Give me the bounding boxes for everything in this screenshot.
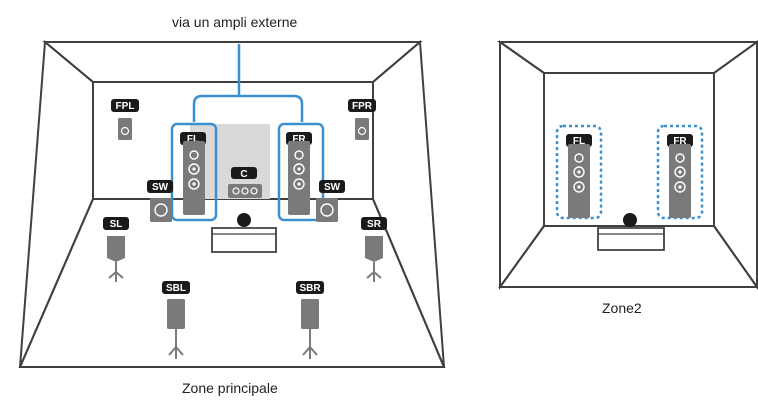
speaker-fpl: FPL: [111, 99, 139, 141]
speaker-label-fl: FL: [187, 134, 199, 145]
main-listener: [211, 213, 277, 253]
speaker-sr: SR: [361, 217, 387, 283]
speaker-fpr: FPR: [348, 99, 376, 141]
speaker-center: C: [228, 167, 262, 198]
zone2-speaker-label-fl: FL: [573, 136, 585, 147]
speaker-sbl: SBL: [162, 281, 190, 360]
speaker-sbr: SBR: [296, 281, 324, 360]
highlight-box-fl: [170, 122, 218, 222]
caption-main-zone: Zone principale: [182, 380, 278, 396]
zone2-listener: [597, 213, 665, 251]
zone2-room: [496, 40, 758, 291]
speaker-label-fpr: FPR: [352, 101, 373, 112]
zone2-speaker-fr: FR: [667, 134, 693, 219]
zone2-speaker-fl: FL: [566, 134, 592, 219]
highlight-box-fr: [277, 122, 325, 222]
speaker-label-sbr: SBR: [299, 283, 321, 294]
speaker-label-sr: SR: [367, 219, 382, 230]
speaker-label-sl: SL: [110, 219, 123, 230]
speaker-label-sw-right: SW: [324, 182, 341, 193]
external-amp-connector: [192, 44, 304, 122]
subwoofer-right: SW: [315, 180, 345, 223]
speaker-label-c: C: [240, 169, 247, 180]
caption-external-amp: via un ampli externe: [172, 14, 298, 30]
caption-zone2: Zone2: [602, 300, 642, 316]
speaker-label-fr: FR: [292, 134, 306, 145]
speaker-label-sw-left: SW: [152, 182, 169, 193]
speaker-label-fpl: FPL: [116, 101, 135, 112]
speaker-label-sbl: SBL: [166, 283, 186, 294]
speaker-fl: FL: [180, 132, 206, 216]
main-zone-room: [18, 39, 446, 368]
zone2-speaker-label-fr: FR: [673, 136, 687, 147]
speaker-sl: SL: [103, 217, 129, 283]
subwoofer-left: SW: [147, 180, 173, 223]
speaker-fr: FR: [286, 132, 312, 216]
